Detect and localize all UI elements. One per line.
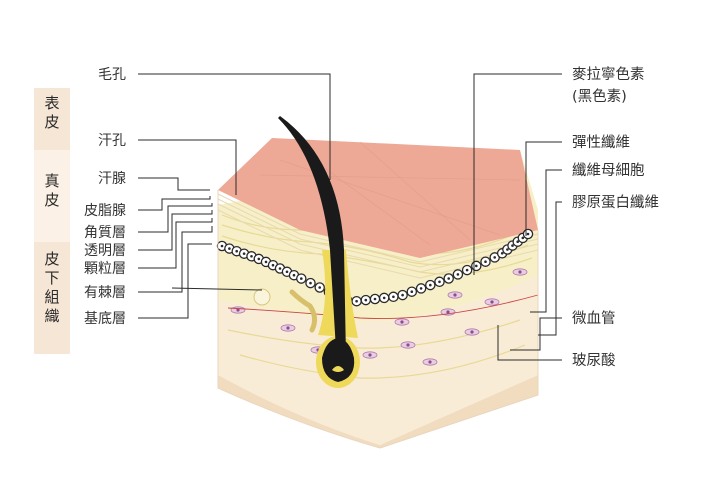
basal-cell-nucleus (401, 293, 404, 297)
basal-cell-nucleus (392, 295, 395, 299)
basal-cell-nucleus (235, 249, 238, 253)
basal-cell-nucleus (309, 281, 312, 285)
band-epidermis (34, 88, 70, 150)
basal-cell-nucleus (484, 260, 487, 264)
basal-cell-nucleus (382, 296, 386, 300)
watermark: 知乎 @皮肤美容医生陈文辉 (522, 459, 719, 478)
basal-cell-chain (216, 228, 534, 307)
basal-cell-nucleus (493, 256, 497, 259)
fibroblast-nucleus (400, 320, 404, 324)
basal-cell-nucleus (278, 267, 282, 270)
fibroblast-nucleus (406, 343, 410, 347)
band-label-dermis: 真皮 (44, 172, 59, 209)
basal-cell-nucleus (516, 240, 519, 243)
hypodermis-layer (218, 275, 538, 445)
label-capillary: 微血管 (572, 310, 616, 327)
basal-cell-nucleus (373, 297, 377, 301)
basal-cell-nucleus (242, 252, 246, 255)
label-hyaluronic-acid: 玻尿酸 (572, 352, 616, 369)
basal-cell-nucleus (285, 270, 289, 274)
label-stratum-lucidum: 透明層 (84, 243, 126, 259)
skin-block (216, 116, 539, 449)
label-melanin: 麥拉寧色素 (572, 66, 645, 83)
sebaceous-gland-shape (289, 289, 318, 333)
basal-cell-nucleus (506, 248, 509, 251)
basal-cell-nucleus (228, 247, 231, 250)
basal-cell-nucleus (521, 236, 525, 240)
basal-cell-nucleus (475, 264, 478, 268)
label-stratum-corneum: 角質層 (84, 225, 126, 241)
label-sebaceous-gland: 皮脂腺 (84, 203, 126, 219)
basal-cell-nucleus (429, 283, 432, 287)
fibroblast-nucleus (453, 293, 457, 297)
label-fibroblast: 纖維母細胞 (572, 162, 645, 179)
basal-cell-nucleus (438, 280, 441, 284)
band-label-hypodermis: 皮下組織 (44, 250, 59, 325)
fibroblast-cells (230, 268, 528, 366)
label-sweat-gland: 汗腺 (98, 171, 126, 187)
fibroblast-nucleus (286, 326, 290, 330)
band-label-epidermis: 表皮 (44, 94, 59, 131)
label-sweat-pore: 汗孔 (98, 133, 126, 149)
basal-cell-nucleus (500, 252, 504, 255)
basal-cell-nucleus (318, 286, 322, 289)
label-stratum-granulosum: 顆粒層 (84, 261, 126, 277)
basal-cell-nucleus (271, 263, 275, 267)
basal-cell-nucleus (511, 244, 514, 247)
hair-shaft (278, 116, 346, 359)
basal-cell-nucleus (292, 273, 296, 277)
label-elastic-fiber: 彈性纖維 (572, 134, 630, 151)
label-stratum-basale: 基底層 (84, 310, 126, 327)
label-stratum-spinosum: 有棘層 (84, 285, 126, 301)
basal-cell-nucleus (447, 277, 451, 280)
fibroblast-nucleus (470, 330, 474, 334)
skin-surface (218, 138, 538, 258)
basal-cell-nucleus (250, 254, 253, 258)
basal-cell-nucleus (465, 268, 469, 272)
band-hypodermis (34, 242, 70, 354)
basal-cell-nucleus (364, 298, 368, 302)
left-leader-lines (138, 73, 331, 319)
label-melanin-sub: (黑色素) (572, 88, 627, 105)
label-collagen-fiber: 膠原蛋白纖維 (572, 194, 659, 211)
fibroblast-nucleus (236, 308, 240, 312)
fibroblast-nucleus (368, 353, 372, 357)
basal-cell-nucleus (419, 287, 423, 290)
hair-bulb (322, 338, 355, 382)
basal-cell-nucleus (526, 232, 530, 236)
basal-cell-nucleus (264, 260, 268, 264)
basal-cell-nucleus (257, 257, 261, 261)
basal-cell-nucleus (410, 290, 414, 294)
fibroblast-nucleus (446, 310, 450, 314)
basal-cell-nucleus (220, 244, 224, 248)
basal-cell-nucleus (355, 299, 358, 303)
basal-cell-nucleus (456, 273, 460, 276)
label-pore: 毛孔 (98, 67, 126, 83)
basal-cell-nucleus (300, 277, 303, 280)
band-dermis (34, 150, 70, 242)
right-leader-lines (473, 73, 562, 361)
fibroblast-nucleus (518, 270, 522, 274)
fibroblast-nucleus (428, 360, 432, 364)
capillary-line (227, 294, 539, 319)
sweat-gland-shape (253, 288, 271, 306)
fibroblast-nucleus (490, 300, 494, 304)
